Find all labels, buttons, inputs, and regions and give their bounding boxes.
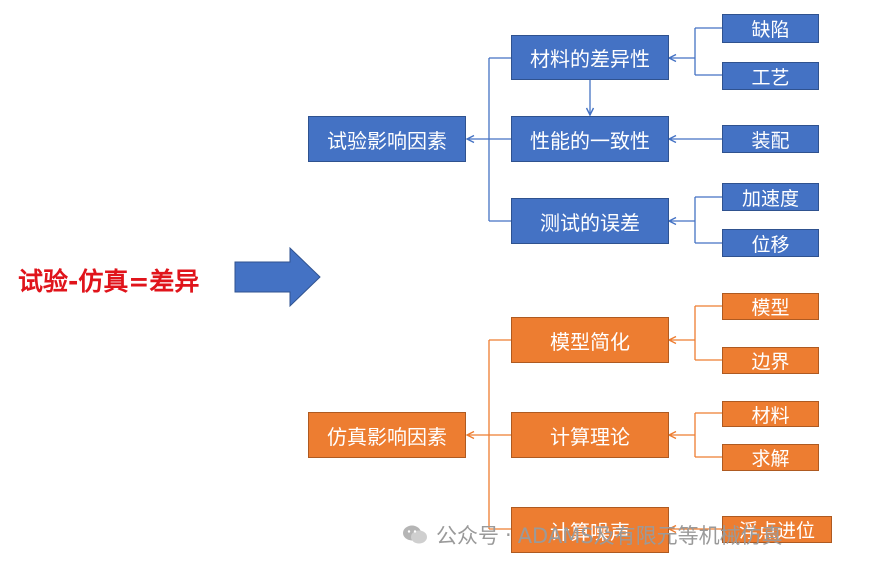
test-leaf-displacement: 位移 [722, 229, 819, 257]
test-leaf-assembly: 装配 [722, 125, 819, 153]
watermark: 公众号 · ADAMS及有限元等机械仿真 [402, 520, 783, 550]
test-leaf-acceleration: 加速度 [722, 183, 819, 211]
test-branch-material: 材料的差异性 [511, 35, 669, 80]
sim-leaf-float-rounding: 浮点进位 [722, 516, 832, 543]
sim-leaf-connectors [669, 305, 722, 529]
sim-root-node: 仿真影响因素 [308, 412, 466, 458]
sim-branch-theory: 计算理论 [511, 412, 669, 458]
sim-branch-noise: 计算噪声 [511, 507, 669, 553]
sim-leaf-boundary: 边界 [722, 347, 819, 374]
test-leaf-process: 工艺 [722, 62, 819, 90]
watermark-source: 公众号 [436, 524, 499, 548]
test-branch-error: 测试的误差 [511, 198, 669, 244]
watermark-separator: · [505, 523, 512, 547]
test-branch-consistency: 性能的一致性 [511, 116, 669, 162]
sim-branch-model-simplification: 模型简化 [511, 317, 669, 363]
big-right-arrow [234, 246, 321, 308]
sim-leaf-material: 材料 [722, 401, 819, 427]
test-leaf-connectors [590, 27, 722, 244]
test-leaf-defect: 缺陷 [722, 14, 819, 43]
sim-leaf-solver: 求解 [722, 444, 819, 471]
watermark-account: ADAMS及有限元等机械仿真 [517, 524, 783, 548]
sim-leaf-model: 模型 [722, 293, 819, 320]
test-branch-connectors [467, 57, 511, 222]
wechat-icon [402, 524, 428, 546]
sim-branch-connectors [467, 339, 511, 530]
test-root-node: 试验影响因素 [308, 116, 466, 162]
difference-equation: 试验-仿真=差异 [18, 267, 200, 296]
